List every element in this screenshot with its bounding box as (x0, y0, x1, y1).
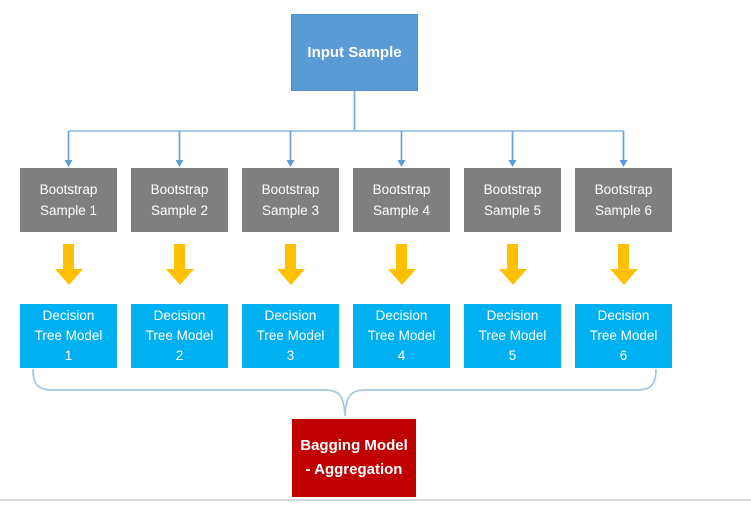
input-sample-box: Input Sample (291, 14, 418, 91)
bootstrap-sample-1-box: Bootstrap Sample 1 (20, 168, 117, 232)
block-down-arrow-icon (276, 244, 305, 285)
decision-tree-model-4-box: Decision Tree Model 4 (353, 304, 450, 368)
box-label-line: Bootstrap (594, 182, 653, 197)
box-label-line: Tree Model (367, 328, 436, 343)
box-label-line: Bootstrap (372, 182, 431, 197)
box-label-line: 6 (619, 348, 628, 363)
box-label-line: Decision (42, 308, 95, 323)
arrow-head (54, 269, 83, 285)
box-label-line: 4 (397, 348, 406, 363)
decision-tree-model-2-box: Decision Tree Model 2 (131, 304, 228, 368)
box-label-line: Bagging Model (300, 437, 408, 454)
decision-tree-model-1-box: Decision Tree Model 1 (20, 304, 117, 368)
block-down-arrow-icon (165, 244, 194, 285)
arrow-shaft (618, 244, 629, 269)
bagging-model-aggregation-box: Bagging Model - Aggregation (292, 419, 416, 497)
arrow-head (498, 269, 527, 285)
box-label-line: Sample 1 (39, 203, 98, 218)
box-label-line: Tree Model (589, 328, 658, 343)
box-label-line: 2 (175, 348, 184, 363)
decision-tree-model-5-box: Decision Tree Model 5 (464, 304, 561, 368)
arrow-head (387, 269, 416, 285)
arrowhead-down-icon (286, 160, 295, 167)
arrowhead-down-icon (64, 160, 73, 167)
bootstrap-sample-6-box: Bootstrap Sample 6 (575, 168, 672, 232)
arrow-head (276, 269, 305, 285)
box-label-line: 5 (508, 348, 517, 363)
box-label-line: Decision (264, 308, 317, 323)
box-label-line: Decision (153, 308, 206, 323)
bootstrap-sample-3-box: Bootstrap Sample 3 (242, 168, 339, 232)
box-label-line: Decision (375, 308, 428, 323)
box-label-line: - Aggregation (305, 461, 403, 478)
box-label-line: Tree Model (256, 328, 325, 343)
box-label-line: Tree Model (478, 328, 547, 343)
decision-tree-model-6-box: Decision Tree Model 6 (575, 304, 672, 368)
arrow-shaft (174, 244, 185, 269)
box-label-line: Tree Model (34, 328, 103, 343)
block-down-arrow-icon (498, 244, 527, 285)
input-fanout-connector (67, 91, 625, 161)
box-label-line: Sample 6 (594, 203, 653, 218)
arrowhead-down-icon (508, 160, 517, 167)
bootstrap-sample-4-box: Bootstrap Sample 4 (353, 168, 450, 232)
curly-brace-icon (32, 368, 657, 417)
input-sample-label: Input Sample (307, 44, 402, 61)
arrow-shaft (285, 244, 296, 269)
decision-tree-model-3-box: Decision Tree Model 3 (242, 304, 339, 368)
box-label-line: Tree Model (145, 328, 214, 343)
block-down-arrow-icon (387, 244, 416, 285)
box-label-line: Bootstrap (261, 182, 320, 197)
box-label-line: Bootstrap (39, 182, 98, 197)
arrowhead-down-icon (619, 160, 628, 167)
box-label-line: Sample 2 (150, 203, 209, 218)
bootstrap-sample-5-box: Bootstrap Sample 5 (464, 168, 561, 232)
block-down-arrow-icon (54, 244, 83, 285)
arrowhead-down-icon (175, 160, 184, 167)
box-label-line: Sample 3 (261, 203, 320, 218)
box-label-line: Bootstrap (483, 182, 542, 197)
arrow-head (165, 269, 194, 285)
arrow-shaft (63, 244, 74, 269)
box-label-line: Bootstrap (150, 182, 209, 197)
arrow-shaft (507, 244, 518, 269)
box-label-line: Sample 4 (372, 203, 431, 218)
box-label-line: Decision (486, 308, 539, 323)
box-label-line: 3 (286, 348, 295, 363)
box-label-line: Decision (597, 308, 650, 323)
bottom-edge-rule (0, 499, 751, 501)
bootstrap-sample-2-box: Bootstrap Sample 2 (131, 168, 228, 232)
arrow-head (609, 269, 638, 285)
block-down-arrow-icon (609, 244, 638, 285)
box-label-line: 1 (64, 348, 73, 363)
arrowhead-down-icon (397, 160, 406, 167)
connector-arrowheads (64, 160, 628, 167)
box-label-line: Sample 5 (483, 203, 542, 218)
arrow-shaft (396, 244, 407, 269)
